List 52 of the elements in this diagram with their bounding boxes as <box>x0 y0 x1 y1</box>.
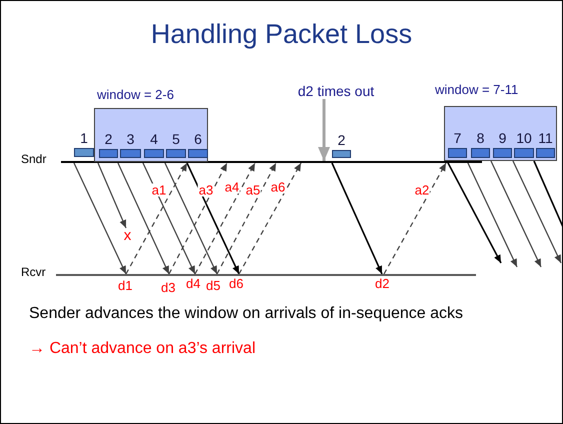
packet-arrow <box>331 162 383 274</box>
edge-label: a3 <box>198 184 214 196</box>
slide-title: Handling Packet Loss <box>150 21 412 48</box>
delivery-label: d3 <box>161 281 176 294</box>
packet-number: 7 <box>454 131 462 148</box>
packet-number: 11 <box>538 131 553 148</box>
packet-number: 4 <box>150 132 158 149</box>
packet-number: 2 <box>338 133 346 150</box>
packet-number: 3 <box>126 132 134 149</box>
window-label: window = 2-6 <box>97 88 174 101</box>
ack-arrow <box>216 162 277 274</box>
packet-arrow <box>73 162 127 274</box>
delivery-label: d6 <box>229 277 244 290</box>
timeout-note: d2 times out <box>298 84 374 98</box>
edge-label: a6 <box>270 180 286 194</box>
ack-arrow <box>168 162 228 274</box>
window-label: window = 7-11 <box>435 83 518 96</box>
packet-arrow <box>186 162 240 274</box>
timeline-label: Rcvr <box>21 266 46 278</box>
timeout-arrow <box>318 99 330 161</box>
packet-number: 2 <box>104 132 112 149</box>
packet-number: 8 <box>476 131 484 148</box>
note-text: → Can’t advance on a3’s arrival <box>29 341 256 357</box>
timeline-label: Sndr <box>21 153 46 165</box>
timeline <box>56 274 476 276</box>
packet-arrow <box>490 160 542 268</box>
packet-arrow <box>142 162 196 274</box>
ack-arrow <box>383 162 447 274</box>
packet-arrow <box>446 160 502 264</box>
edge-label: a1 <box>150 184 168 196</box>
packet-number: 6 <box>194 132 202 149</box>
delivery-label: d5 <box>206 279 220 292</box>
delivery-label: d1 <box>118 279 132 292</box>
packet-arrow <box>512 160 562 264</box>
loss-mark: x <box>124 228 132 242</box>
ack-arrow <box>125 162 188 274</box>
delivery-label: d4 <box>186 277 200 290</box>
delivery-label: d2 <box>375 277 390 290</box>
packet-arrow <box>97 162 127 228</box>
ack-arrow <box>194 162 256 274</box>
ack-arrow <box>238 162 302 274</box>
packet-number: 5 <box>172 132 180 149</box>
packet-arrow <box>164 162 218 274</box>
note-text: Sender advances the window on arrivals of in-sequence acks <box>29 306 464 322</box>
packet-number: 1 <box>80 131 88 148</box>
edge-label: a4 <box>224 180 240 194</box>
packet-arrow <box>117 162 170 274</box>
edge-label: a5 <box>244 184 262 196</box>
edge-label: a2 <box>414 184 430 196</box>
packet-arrow <box>466 160 518 268</box>
packet-number: 10 <box>516 131 532 148</box>
packet-number: 9 <box>498 131 506 148</box>
